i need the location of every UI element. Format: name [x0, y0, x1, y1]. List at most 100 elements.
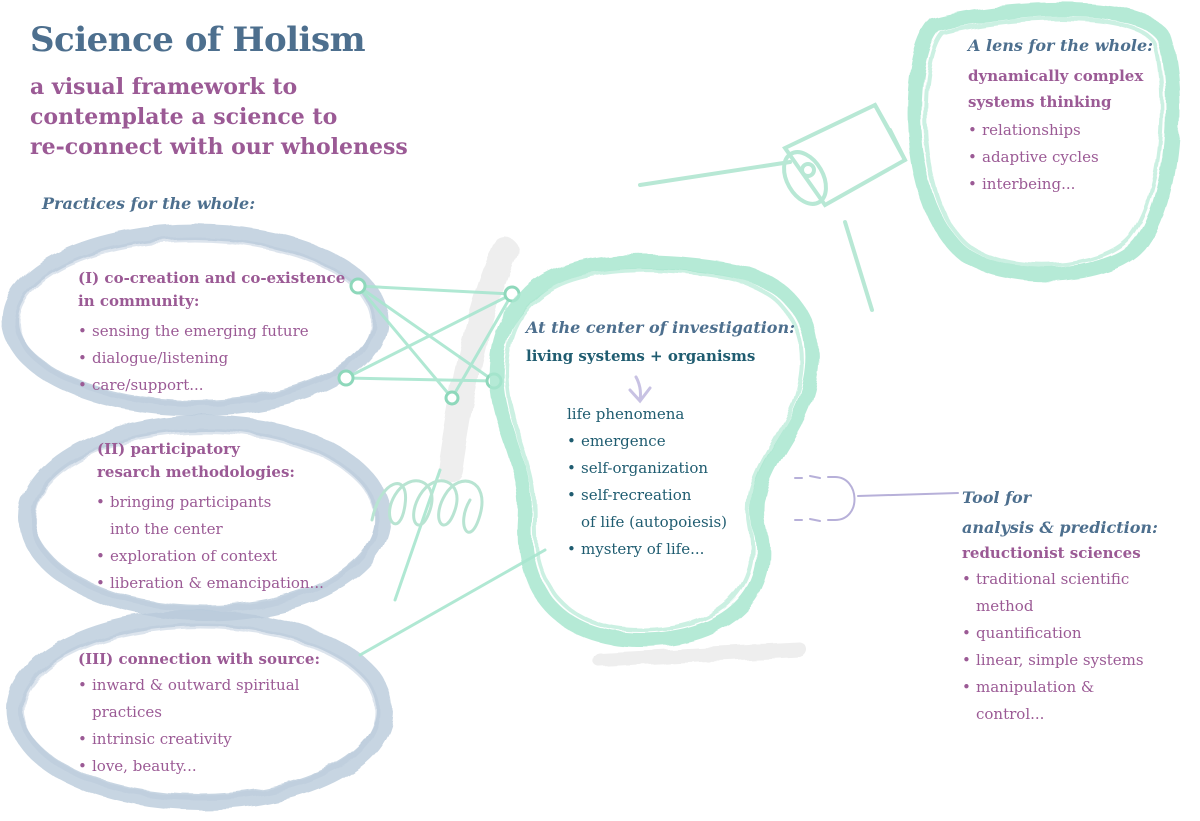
list-item-label: relationships: [982, 121, 1081, 139]
bullet-icon: •: [96, 574, 105, 592]
list-item: • care/support...: [78, 372, 309, 399]
list-item-label: inward & outward spiritual: [92, 676, 300, 694]
list-item-label: linear, simple systems: [976, 651, 1144, 669]
network-nodes: [337, 277, 521, 406]
practice2-list: •bringing participants into the center •…: [96, 489, 324, 597]
list-item-label: love, beauty...: [92, 757, 197, 775]
subtitle-line: re-connect with our wholeness: [30, 134, 408, 160]
list-item-label: practices: [92, 703, 162, 721]
bullet-icon: •: [968, 148, 977, 166]
list-item-label: liberation & emancipation...: [110, 574, 324, 592]
list-item-continuation: of life (autopoiesis): [567, 509, 727, 536]
list-item: • interbeing...: [968, 171, 1099, 198]
page-title: Science of Holism: [30, 20, 366, 60]
page-subtitle: a visual framework to contemplate a scie…: [30, 72, 408, 162]
practice3-heading: (III) connection with source:: [78, 650, 320, 668]
center-label: life phenomena: [567, 405, 685, 423]
list-item: •sensing the emerging future: [78, 318, 309, 345]
practice1-heading-line: (I) co-creation and co-existence: [78, 269, 346, 287]
bullet-icon: •: [962, 570, 971, 588]
list-item-continuation: method: [962, 593, 1144, 620]
list-item-continuation: control...: [962, 701, 1144, 728]
list-item: • emergence: [567, 428, 727, 455]
practice1-heading-line: in community:: [78, 292, 200, 310]
list-item: • exploration of context: [96, 543, 324, 570]
list-item: • relationships: [968, 117, 1099, 144]
bullet-icon: •: [968, 121, 977, 139]
subtitle-line: contemplate a science to: [30, 104, 338, 130]
practice2-heading-line: (II) participatory: [97, 440, 240, 458]
list-item-label: adaptive cycles: [982, 148, 1099, 166]
tool-heading: Tool for analysis & prediction:: [962, 483, 1158, 543]
center-ring: [489, 254, 820, 648]
tool-subheading: reductionist sciences: [962, 544, 1141, 562]
gray-brush-strokes: [437, 237, 807, 667]
list-item-label: traditional scientific: [976, 570, 1130, 588]
list-item-label: control...: [976, 705, 1045, 723]
list-item-label: dialogue/listening: [92, 349, 229, 367]
lens-subheading-line: systems thinking: [968, 93, 1112, 111]
bullet-icon: •: [567, 432, 576, 450]
list-item-label: emergence: [581, 432, 666, 450]
list-item: • dialogue/listening: [78, 345, 309, 372]
practice-rings: [2, 224, 393, 810]
list-item-label: self-organization: [581, 459, 709, 477]
lens-heading: A lens for the whole:: [968, 36, 1154, 55]
bullet-icon: •: [78, 349, 87, 367]
practice3-list: • inward & outward spiritual practices • i…: [78, 672, 299, 780]
practice3-ring: [7, 610, 393, 810]
lens-list: • relationships • adaptive cycles • interbe…: [968, 117, 1099, 198]
bullet-icon: •: [567, 459, 576, 477]
list-item-label: sensing the emerging future: [92, 322, 309, 340]
center-subheading: living systems + organisms: [526, 347, 756, 365]
tool-list: • traditional scientific method •quantifi…: [962, 566, 1144, 728]
practice1-heading: (I) co-creation and co-existence in comm…: [78, 267, 345, 313]
list-item-label: of life (autopoiesis): [581, 513, 728, 531]
lens-subheading: dynamically complex systems thinking: [968, 63, 1143, 115]
list-item: • self-organization: [567, 455, 727, 482]
list-item-label: manipulation &: [976, 678, 1095, 696]
bullet-icon: •: [78, 676, 87, 694]
center-heading: At the center of investigation:: [526, 318, 796, 337]
list-item: • love, beauty...: [78, 753, 299, 780]
list-item: • linear, simple systems: [962, 647, 1144, 674]
list-item-label: mystery of life...: [581, 540, 705, 558]
list-item-label: care/support...: [92, 376, 204, 394]
list-item-label: into the center: [110, 520, 223, 538]
tool-heading-line: analysis & prediction:: [962, 518, 1158, 537]
list-item-label: intrinsic creativity: [92, 730, 232, 748]
list-item-label: method: [976, 597, 1034, 615]
spiral-icon: [370, 479, 484, 534]
bullet-icon: •: [962, 651, 971, 669]
bullet-icon: •: [78, 730, 87, 748]
list-item: • inward & outward spiritual: [78, 672, 299, 699]
bullet-icon: •: [567, 540, 576, 558]
bullet-icon: •: [78, 757, 87, 775]
subtitle-line: a visual framework to: [30, 74, 298, 100]
list-item: •bringing participants: [96, 489, 324, 516]
network-lines: [344, 284, 547, 657]
list-item-label: self-recreation: [581, 486, 692, 504]
list-item: •manipulation &: [962, 674, 1144, 701]
practice1-list: •sensing the emerging future •dialogue/l…: [78, 318, 309, 399]
list-item-continuation: practices: [78, 699, 299, 726]
list-item-label: exploration of context: [110, 547, 277, 565]
bullet-icon: •: [962, 624, 971, 642]
down-arrow-icon: [628, 375, 652, 404]
lens-ring: [907, 2, 1180, 282]
practice1-ring: [2, 224, 388, 416]
bullet-icon: •: [78, 376, 87, 394]
list-item: • intrinsic creativity: [78, 726, 299, 753]
lens-telescope-icon: [638, 102, 908, 312]
bullet-icon: •: [968, 175, 977, 193]
list-item: •self-recreation: [567, 482, 727, 509]
list-item-continuation: into the center: [96, 516, 324, 543]
list-item-label: interbeing...: [982, 175, 1076, 193]
practices-heading: Practices for the whole:: [42, 194, 256, 213]
list-item: • liberation & emancipation...: [96, 570, 324, 597]
bullet-icon: •: [96, 547, 105, 565]
list-item-label: bringing participants: [110, 493, 272, 511]
lens-subheading-line: dynamically complex: [968, 67, 1144, 85]
list-item: •quantification: [962, 620, 1144, 647]
list-item: • mystery of life...: [567, 536, 727, 563]
